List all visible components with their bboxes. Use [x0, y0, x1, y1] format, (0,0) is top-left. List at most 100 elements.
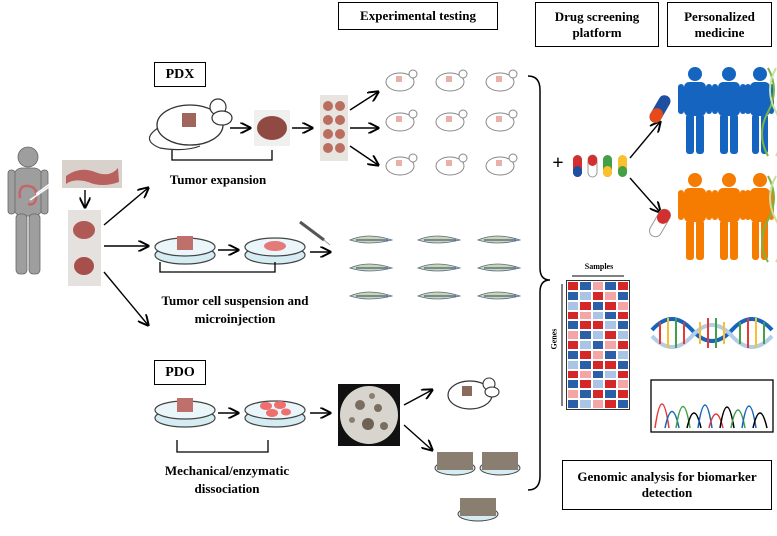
pdo-dish-tumor	[154, 398, 216, 428]
grouping-brace	[527, 75, 551, 491]
heatmap-cell	[579, 349, 592, 360]
heatmap-cell	[579, 320, 592, 331]
heatmap-cell	[604, 369, 617, 380]
tumor-pieces	[320, 95, 348, 161]
organoid-dishes	[434, 452, 521, 522]
pdx-box: PDX	[154, 62, 206, 87]
heatmap-cell	[616, 290, 629, 301]
plus-sign: +	[552, 152, 564, 174]
heatmap-cell	[604, 359, 617, 370]
heatmap-cell	[604, 340, 617, 350]
heatmap-cell	[604, 399, 617, 409]
petri-dish-cells	[244, 237, 306, 265]
tumor-cell-suspension-label: Tumor cell suspension and microinjection	[161, 293, 309, 326]
genomic-analysis-box: Genomic analysis for biomarker detection	[562, 460, 772, 510]
heatmap-cell	[567, 300, 580, 311]
heatmap-cell	[604, 389, 617, 400]
syringe-icon	[299, 220, 331, 246]
heatmap-cell	[579, 281, 592, 291]
patient-figure	[7, 146, 49, 275]
heatmap-cell	[616, 379, 629, 390]
heatmap-cell	[567, 310, 580, 321]
sequencing-chromatogram	[650, 379, 774, 433]
heatmap-cell	[616, 389, 629, 400]
heatmap-cell	[591, 340, 605, 350]
dna-helix-icon	[650, 317, 774, 349]
pdo-dish-fragments	[244, 400, 306, 428]
heatmap-cell	[591, 320, 605, 331]
heatmap-cell	[579, 399, 592, 409]
petri-dish-tumor	[154, 236, 216, 265]
mice-grid	[385, 69, 518, 176]
heatmap-cell	[579, 340, 592, 350]
heatmap-cell	[567, 320, 580, 331]
heatmap-cell	[616, 320, 629, 331]
heatmap-cell	[579, 290, 592, 301]
heatmap-cell	[579, 359, 592, 370]
heatmap-cell	[591, 300, 605, 311]
pdo-mouse	[447, 377, 500, 410]
heatmap-cell	[579, 389, 592, 400]
heatmap-cell	[567, 330, 580, 341]
heatmap-cell	[591, 369, 605, 380]
heatmap-cell	[567, 349, 580, 360]
heatmap-cell	[591, 290, 605, 301]
heatmap-cell	[567, 281, 580, 291]
heatmap-cell	[579, 369, 592, 380]
heatmap-cell	[616, 330, 629, 341]
heatmap-cell	[616, 281, 629, 291]
patients-orange	[678, 173, 774, 260]
pdx-mouse	[148, 98, 233, 151]
personalized-medicine-box: Personalized medicine	[667, 2, 772, 47]
heatmap-cell	[616, 310, 629, 321]
organoid-micrograph	[338, 384, 400, 446]
drug-screening-box: Drug screening platform	[535, 2, 659, 47]
arrow-to-pdo	[103, 271, 148, 325]
heatmap-cell	[579, 330, 592, 341]
dissociation-label: Mechanical/enzymatic dissociation	[164, 463, 290, 496]
dna-strand-icon	[761, 67, 777, 263]
heatmap-cell	[591, 310, 605, 321]
zebrafish-grid	[348, 235, 522, 300]
heatmap-cell	[604, 281, 617, 291]
heatmap-cell	[591, 281, 605, 291]
heatmap-cell	[604, 330, 617, 341]
heatmap-cell	[591, 359, 605, 370]
tumor-lump	[254, 110, 290, 146]
samples-label: Samples	[584, 262, 614, 271]
heatmap-cell	[567, 359, 580, 370]
heatmap-cell	[604, 290, 617, 301]
heatmap-cell	[616, 300, 629, 311]
heatmap-cell	[567, 290, 580, 301]
capsule-blue-red	[649, 95, 671, 123]
experimental-testing-box: Experimental testing	[338, 2, 498, 30]
patients-blue	[678, 67, 774, 154]
heatmap-cell	[567, 389, 580, 400]
pdo-box: PDO	[154, 360, 206, 385]
heatmap-cell	[604, 379, 617, 390]
heatmap-cell	[567, 379, 580, 390]
heatmap-cell	[591, 389, 605, 400]
heatmap-cell	[567, 340, 580, 350]
heatmap-cell	[567, 369, 580, 380]
heatmap-cell	[591, 379, 605, 390]
heatmap-cell	[616, 369, 629, 380]
capsule-red-white	[649, 208, 671, 238]
colon-shape	[18, 184, 38, 206]
heatmap-cell	[604, 320, 617, 331]
heatmap-cell	[591, 330, 605, 341]
heatmap-cell	[604, 300, 617, 311]
gene-expression-heatmap	[566, 280, 630, 410]
heatmap-cell	[579, 300, 592, 311]
heatmap-cell	[579, 379, 592, 390]
heatmap-cell	[604, 310, 617, 321]
heatmap-cell	[567, 399, 580, 409]
heatmap-cell	[616, 340, 629, 350]
heatmap-cell	[604, 349, 617, 360]
heatmap-cell	[591, 349, 605, 360]
heatmap-cell	[591, 399, 605, 409]
arrow-to-pdx	[103, 188, 148, 226]
heatmap-cell	[616, 399, 629, 409]
pill-icons	[573, 154, 627, 178]
